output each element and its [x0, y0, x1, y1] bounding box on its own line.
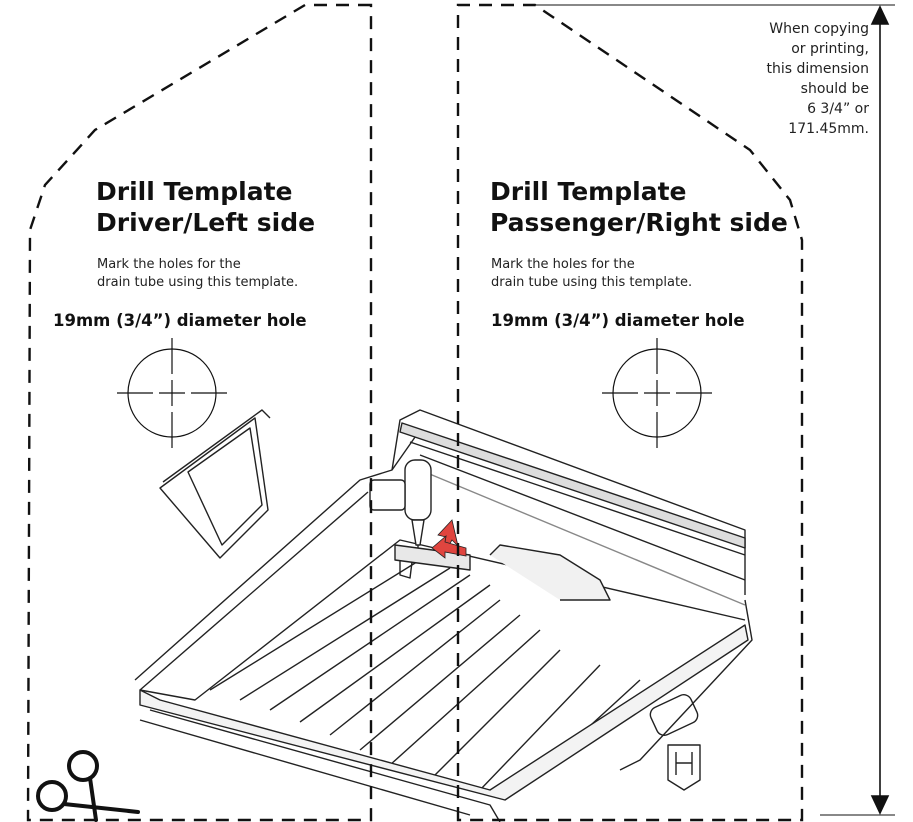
right-instruction-line2: drain tube using this template.: [491, 275, 693, 290]
left-template-cut-line: [26, 3, 373, 822]
red-arrow-icons: [431, 519, 467, 559]
dimension-arrow-icon: [535, 4, 895, 816]
left-title-line1: Drill Template: [96, 177, 293, 206]
right-template-cut-line: [456, 3, 804, 822]
right-instruction-line1: Mark the holes for the: [491, 257, 635, 272]
left-instruction-line2: drain tube using this template.: [97, 275, 299, 290]
right-template-title: Drill Template Passenger/Right side: [490, 176, 788, 238]
right-title-line2: Passenger/Right side: [490, 208, 788, 237]
scissors-icon: [36, 750, 140, 822]
crosshair-icon: [117, 338, 227, 448]
dimension-note-line: or printing,: [791, 41, 869, 57]
dimension-note: When copying or printing, this dimension…: [766, 19, 869, 139]
dimension-note-line: When copying: [769, 21, 869, 37]
crosshair-icon: [602, 338, 712, 448]
left-template-title: Drill Template Driver/Left side: [96, 176, 315, 238]
right-title-line1: Drill Template: [490, 177, 687, 206]
dimension-note-line: 6 3/4” or: [807, 101, 869, 117]
left-title-line2: Driver/Left side: [96, 208, 316, 237]
dimension-note-line: should be: [800, 81, 869, 97]
right-hole-label: 19mm (3/4”) diameter hole: [491, 311, 745, 330]
left-hole-label: 19mm (3/4”) diameter hole: [53, 311, 307, 330]
left-instruction-line1: Mark the holes for the: [97, 257, 241, 272]
right-instructions: Mark the holes for the drain tube using …: [491, 256, 692, 292]
left-instructions: Mark the holes for the drain tube using …: [97, 256, 298, 292]
dimension-note-line: 171.45mm.: [788, 121, 869, 137]
truck-bed-illustration: [134, 409, 753, 822]
dimension-note-line: this dimension: [766, 61, 869, 77]
